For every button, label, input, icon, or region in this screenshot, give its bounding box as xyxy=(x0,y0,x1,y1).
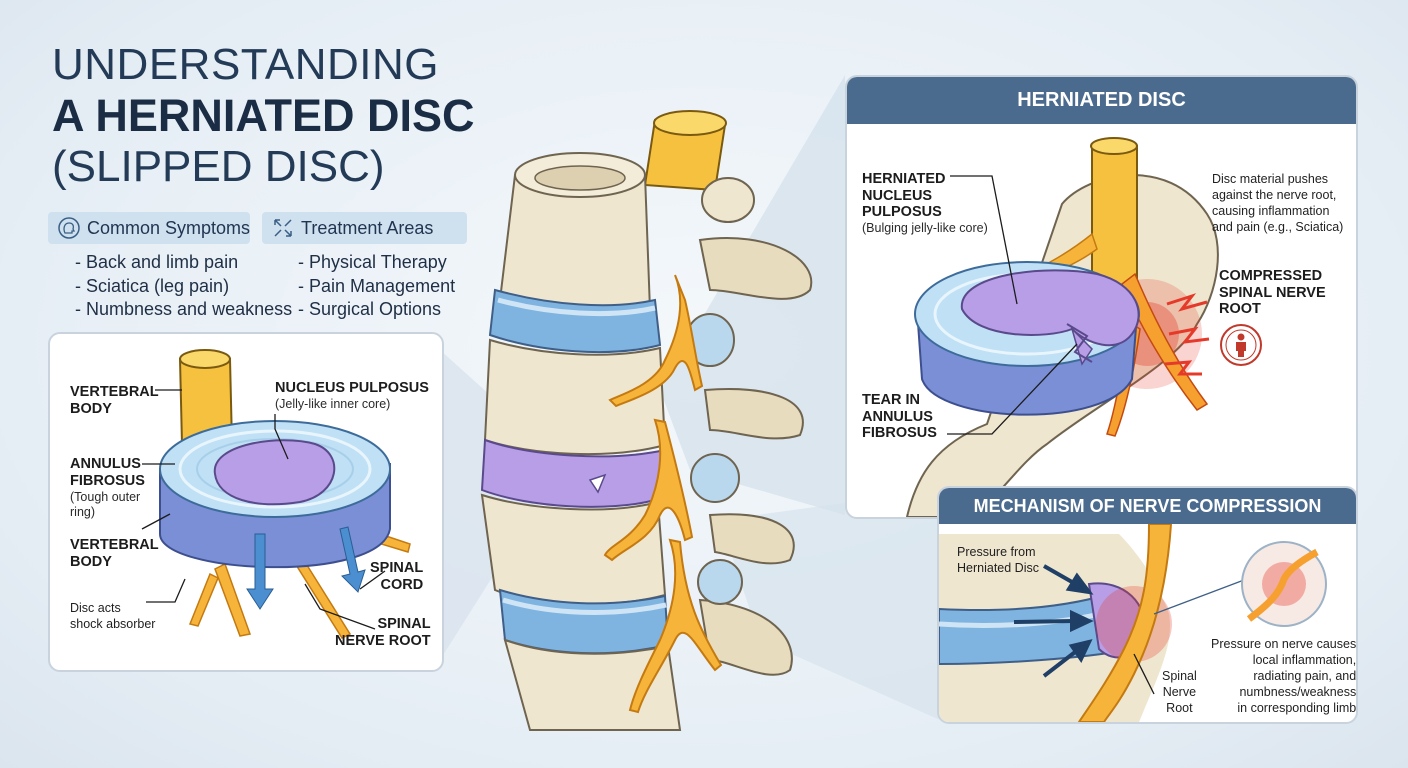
label-vertebral-body-bottom: VERTEBRAL BODY xyxy=(70,537,159,570)
healthy-disc-panel: VERTEBRAL BODY NUCLEUS PULPOSUS (Jelly-l… xyxy=(48,332,444,672)
label-herniated-description: Disc material pushes against the nerve r… xyxy=(1212,172,1344,234)
label-annulus-sub: (Tough outer ring) xyxy=(70,490,141,519)
label-spinal-cord: SPINAL CORD xyxy=(370,560,424,593)
list-item: - Numbness and weakness xyxy=(75,299,293,319)
symptoms-heading: Common Symptoms xyxy=(87,217,251,238)
nerve-compression-illustration xyxy=(939,524,1327,722)
spine-illustration xyxy=(480,110,813,731)
label-mechanism-description: Pressure on nerve causes local inflammat… xyxy=(1211,637,1357,715)
herniated-disc-illustration xyxy=(905,137,1219,517)
label-spinal-nerve-root: SPINAL NERVE ROOT xyxy=(335,616,431,649)
label-compressed-nerve-root: COMPRESSED SPINAL NERVE ROOT xyxy=(1219,268,1326,317)
list-item: - Surgical Options xyxy=(298,299,442,319)
title-line-2: A HERNIATED DISC xyxy=(52,90,475,141)
mechanism-panel-header: MECHANISM OF NERVE COMPRESSION xyxy=(939,488,1356,524)
list-item: - Back and limb pain xyxy=(75,252,239,272)
treatment-list: - Physical Therapy - Pain Management - S… xyxy=(298,251,455,322)
label-annulus-fibrosus: ANNULUS FIBROSUS xyxy=(70,456,145,489)
list-item: - Pain Management xyxy=(298,275,456,296)
mechanism-panel: MECHANISM OF NERVE COMPRESSION Pressure … xyxy=(937,486,1358,724)
label-herniated-nucleus: HERNIATED NUCLEUS PULPOSUS xyxy=(862,171,946,220)
label-tear-annulus: TEAR IN ANNULUS FIBROSUS xyxy=(862,392,937,441)
label-nucleus-sub: (Jelly-like inner core) xyxy=(275,397,391,411)
list-item: - Physical Therapy xyxy=(298,252,447,272)
label-vertebral-body-top: VERTEBRAL BODY xyxy=(70,384,159,417)
healthy-disc-illustration xyxy=(141,349,411,639)
label-spinal-nerve-root-mechanism: Spinal Nerve Root xyxy=(1162,669,1197,715)
list-item: - Sciatica (leg pain) xyxy=(75,275,230,296)
label-nucleus-pulposus: NUCLEUS PULPOSUS xyxy=(275,380,429,396)
label-herniated-nucleus-sub: (Bulging jelly-like core) xyxy=(862,221,988,235)
herniated-panel-header: HERNIATED DISC xyxy=(847,77,1356,124)
herniated-disc-panel: HERNIATED DISC HERNIATED NUCLEUS PULPO xyxy=(845,75,1358,519)
title-line-1: UNDERSTANDING xyxy=(52,40,440,89)
treatment-heading-pill: Treatment Areas xyxy=(262,212,467,244)
person-pain-icon xyxy=(1220,324,1262,366)
symptoms-list: - Back and limb pain - Sciatica (leg pai… xyxy=(75,251,292,322)
symptoms-heading-pill: Common Symptoms xyxy=(48,212,250,244)
treatment-heading: Treatment Areas xyxy=(301,217,434,238)
head-icon xyxy=(58,217,80,239)
label-shock-absorber: Disc acts shock absorber xyxy=(70,601,156,631)
label-pressure-from-disc: Pressure from Herniated Disc xyxy=(957,545,1039,575)
arrows-expand-icon xyxy=(274,219,292,237)
title-line-3: (SLIPPED DISC) xyxy=(52,142,385,191)
